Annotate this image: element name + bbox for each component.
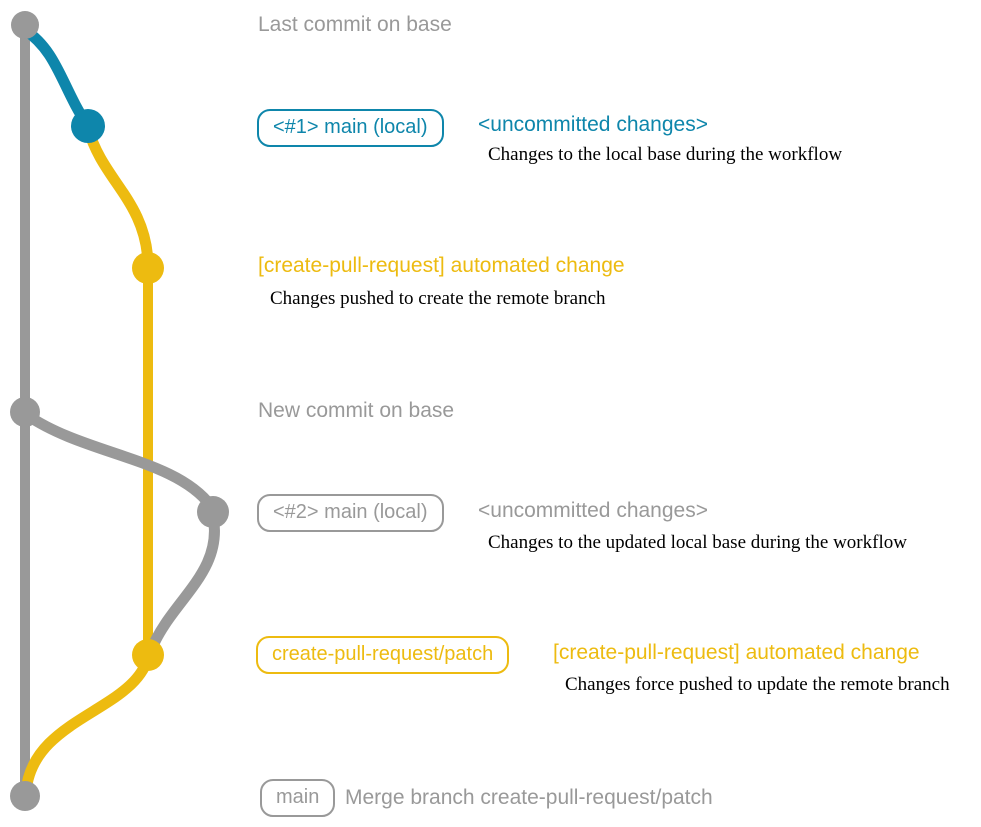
branch-badge-create-pull-request-patch: create-pull-request/patch xyxy=(256,636,510,674)
commit-node-automated-change-1 xyxy=(132,252,164,284)
edge-base-to-commit2 xyxy=(21,409,217,512)
branch-badge-main-local-2: <#2> main (local) xyxy=(257,494,444,532)
commit-desc-automated-change-2: Changes force pushed to update the remot… xyxy=(565,674,950,695)
commit-node-merge-commit xyxy=(10,781,40,811)
commit-node-automated-change-2 xyxy=(132,639,164,671)
edge-commit1-to-automated1 xyxy=(82,122,154,268)
commit-desc-automated-change-1: Changes pushed to create the remote bran… xyxy=(270,288,606,309)
edge-commit2-to-automated2 xyxy=(146,510,220,654)
commit-desc-uncommitted-changes-2: Changes to the updated local base during… xyxy=(488,532,907,553)
commit-title-uncommitted-changes-2: <uncommitted changes> xyxy=(478,499,708,522)
branch-badge-main-local-2-label: <#2> main (local) xyxy=(273,501,428,523)
branch-badge-main: main xyxy=(260,779,336,817)
branch-badge-main-local-1: <#1> main (local) xyxy=(257,109,444,147)
branch-badge-create-pull-request-patch-label: create-pull-request/patch xyxy=(272,643,494,665)
commit-node-new-commit-on-base xyxy=(10,397,40,427)
commit-title-automated-change-1: [create-pull-request] automated change xyxy=(258,254,625,277)
commit-desc-uncommitted-changes-1: Changes to the local base during the wor… xyxy=(488,144,843,165)
commit-title-merge-branch: Merge branch create-pull-request/patch xyxy=(345,786,713,809)
note-new-commit-on-base: New commit on base xyxy=(258,399,455,422)
edge-base-to-commit1 xyxy=(19,24,94,132)
commit-node-local-commit-1 xyxy=(71,109,105,143)
branch-badge-main-label: main xyxy=(276,786,320,808)
commit-title-automated-change-2: [create-pull-request] automated change xyxy=(553,641,920,664)
commit-title-uncommitted-changes-1: <uncommitted changes> xyxy=(478,113,708,136)
note-last-commit-on-base: Last commit on base xyxy=(258,13,452,36)
commit-node-last-commit-on-base xyxy=(11,11,39,39)
branch-badge-main-local-1-label: <#1> main (local) xyxy=(273,116,428,138)
edge-automated2-to-merge xyxy=(20,652,154,798)
commit-node-local-commit-2 xyxy=(197,496,229,528)
